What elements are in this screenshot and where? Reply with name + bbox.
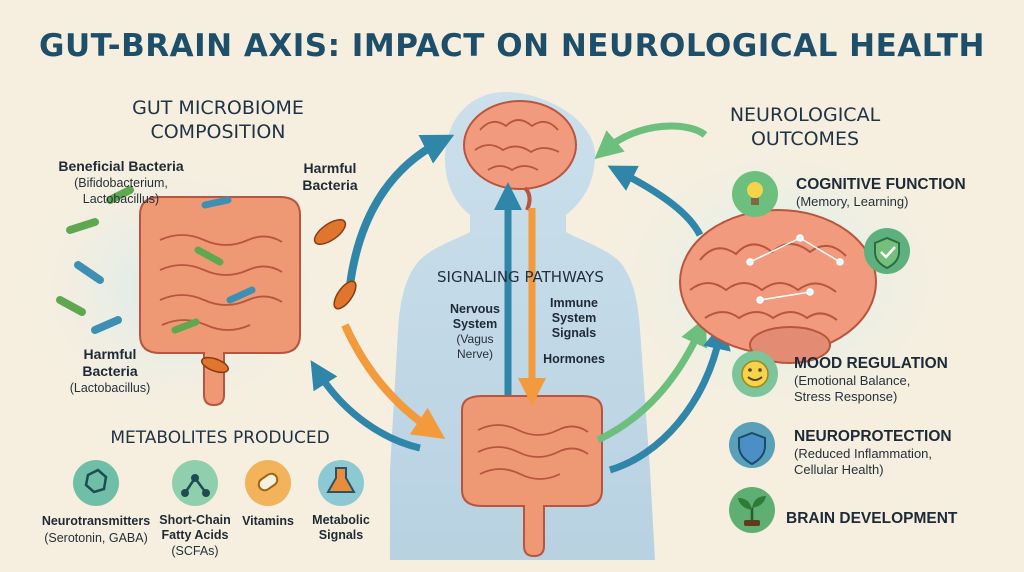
metabolite-title: Vitamins: [242, 514, 294, 528]
brain-outcome-green-arrow: [594, 122, 708, 160]
outcome-title: NEUROPROTECTION: [794, 428, 952, 445]
outcome-brain-illustration: [679, 209, 877, 364]
harmful-bottom-line1: Harmful: [83, 346, 137, 362]
metabolite-scfa: Short-Chain Fatty Acids (SCFAs): [150, 513, 240, 559]
metabolite-icons: [73, 460, 364, 506]
nervous-sub1: (Vagus: [456, 332, 494, 346]
outcome-mood: MOOD REGULATION (Emotional Balance, Stre…: [794, 355, 1004, 405]
metabolites-heading: METABOLITES PRODUCED: [110, 428, 330, 448]
outcomes-heading-line1: NEUROLOGICAL: [729, 104, 881, 126]
outcome-sub: (Reduced Inflammation,: [794, 446, 933, 461]
nervous-sub2: Nerve): [456, 347, 493, 361]
metabolite-sub: (Serotonin, GABA): [44, 531, 148, 545]
microbiome-heading: GUT MICROBIOME COMPOSITION: [108, 96, 328, 144]
metabolite-title-line2: Fatty Acids: [161, 528, 229, 542]
metabolite-neurotransmitters: Neurotransmitters (Serotonin, GABA): [34, 513, 158, 546]
outcome-sub: (Memory, Learning): [796, 194, 909, 209]
signaling-pathways-heading: SIGNALING PATHWAYS: [437, 268, 604, 286]
nervous-system-label: Nervous System (Vagus Nerve): [440, 302, 510, 362]
nervous-line2: System: [452, 317, 498, 331]
harmful-bacteria-bottom-label: Harmful Bacteria (Lactobacillus): [30, 346, 190, 396]
immune-system-label: Immune System Signals: [536, 296, 612, 341]
beneficial-bacteria-sub2: Lactobacillus): [82, 192, 160, 206]
outcome-title: BRAIN DEVELOPMENT: [786, 510, 958, 527]
brain-outcome-blue-arrow: [607, 165, 704, 237]
gut-outcome-blue-arrow: [608, 321, 731, 474]
metabolite-signals: Metabolic Signals: [300, 513, 382, 543]
harmful-bottom-sub: (Lactobacillus): [69, 381, 151, 395]
harmful-top-line2: Bacteria: [302, 177, 358, 193]
harmful-bacteria-top-label: Harmful Bacteria: [290, 160, 370, 194]
brain-to-gut-arrow: [341, 323, 446, 439]
nervous-line1: Nervous: [449, 302, 501, 316]
outcome-cognitive: COGNITIVE FUNCTION (Memory, Learning): [796, 176, 1006, 210]
gut-microbiome-illustration: [56, 186, 357, 407]
outcome-brain-development: BRAIN DEVELOPMENT: [786, 510, 1006, 528]
harmful-top-line1: Harmful: [303, 160, 357, 176]
hormones-label: Hormones: [543, 352, 605, 366]
gut-outcome-green-arrow: [596, 317, 707, 444]
metabolite-title: Neurotransmitters: [41, 514, 151, 528]
harmful-bottom-line2: Bacteria: [82, 363, 138, 379]
outcome-title: MOOD REGULATION: [794, 355, 948, 372]
outcome-neuroprotection: NEUROPROTECTION (Reduced Inflammation, C…: [794, 428, 1004, 478]
microbiome-heading-line1: GUT MICROBIOME: [132, 97, 304, 119]
beneficial-bacteria-title: Beneficial Bacteria: [58, 158, 184, 174]
page-title: GUT-BRAIN AXIS: IMPACT ON NEUROLOGICAL H…: [39, 28, 985, 64]
outcome-sub-line2: Cellular Health): [794, 462, 884, 477]
head-brain-illustration: [463, 100, 577, 211]
metabolite-title: Short-Chain: [159, 513, 231, 527]
outcome-icons: [729, 171, 910, 533]
metabolite-vitamins: Vitamins: [233, 513, 303, 530]
outcomes-heading-line2: OUTCOMES: [750, 128, 860, 150]
metabolite-sub: (SCFAs): [171, 544, 219, 558]
immune-line2: System: [551, 311, 597, 325]
beneficial-bacteria-label: Beneficial Bacteria (Bifidobacterium, La…: [26, 158, 216, 207]
body-gut-illustration: [461, 395, 603, 558]
gut-to-brain-arrow: [346, 134, 455, 286]
outcomes-heading: NEUROLOGICAL OUTCOMES: [705, 103, 905, 151]
microbiome-heading-line2: COMPOSITION: [150, 121, 286, 143]
metabolite-title: Metabolic: [312, 513, 370, 527]
beneficial-bacteria-sub1: (Bifidobacterium,: [74, 176, 168, 190]
immune-line3: Signals: [551, 326, 597, 340]
gut-loop-arrow: [310, 360, 421, 452]
metabolite-title-line2: Signals: [318, 528, 364, 542]
outcome-sub: (Emotional Balance,: [794, 373, 911, 388]
outcome-sub-line2: Stress Response): [794, 389, 898, 404]
outcome-title: COGNITIVE FUNCTION: [796, 176, 966, 193]
immune-line1: Immune: [550, 296, 598, 310]
